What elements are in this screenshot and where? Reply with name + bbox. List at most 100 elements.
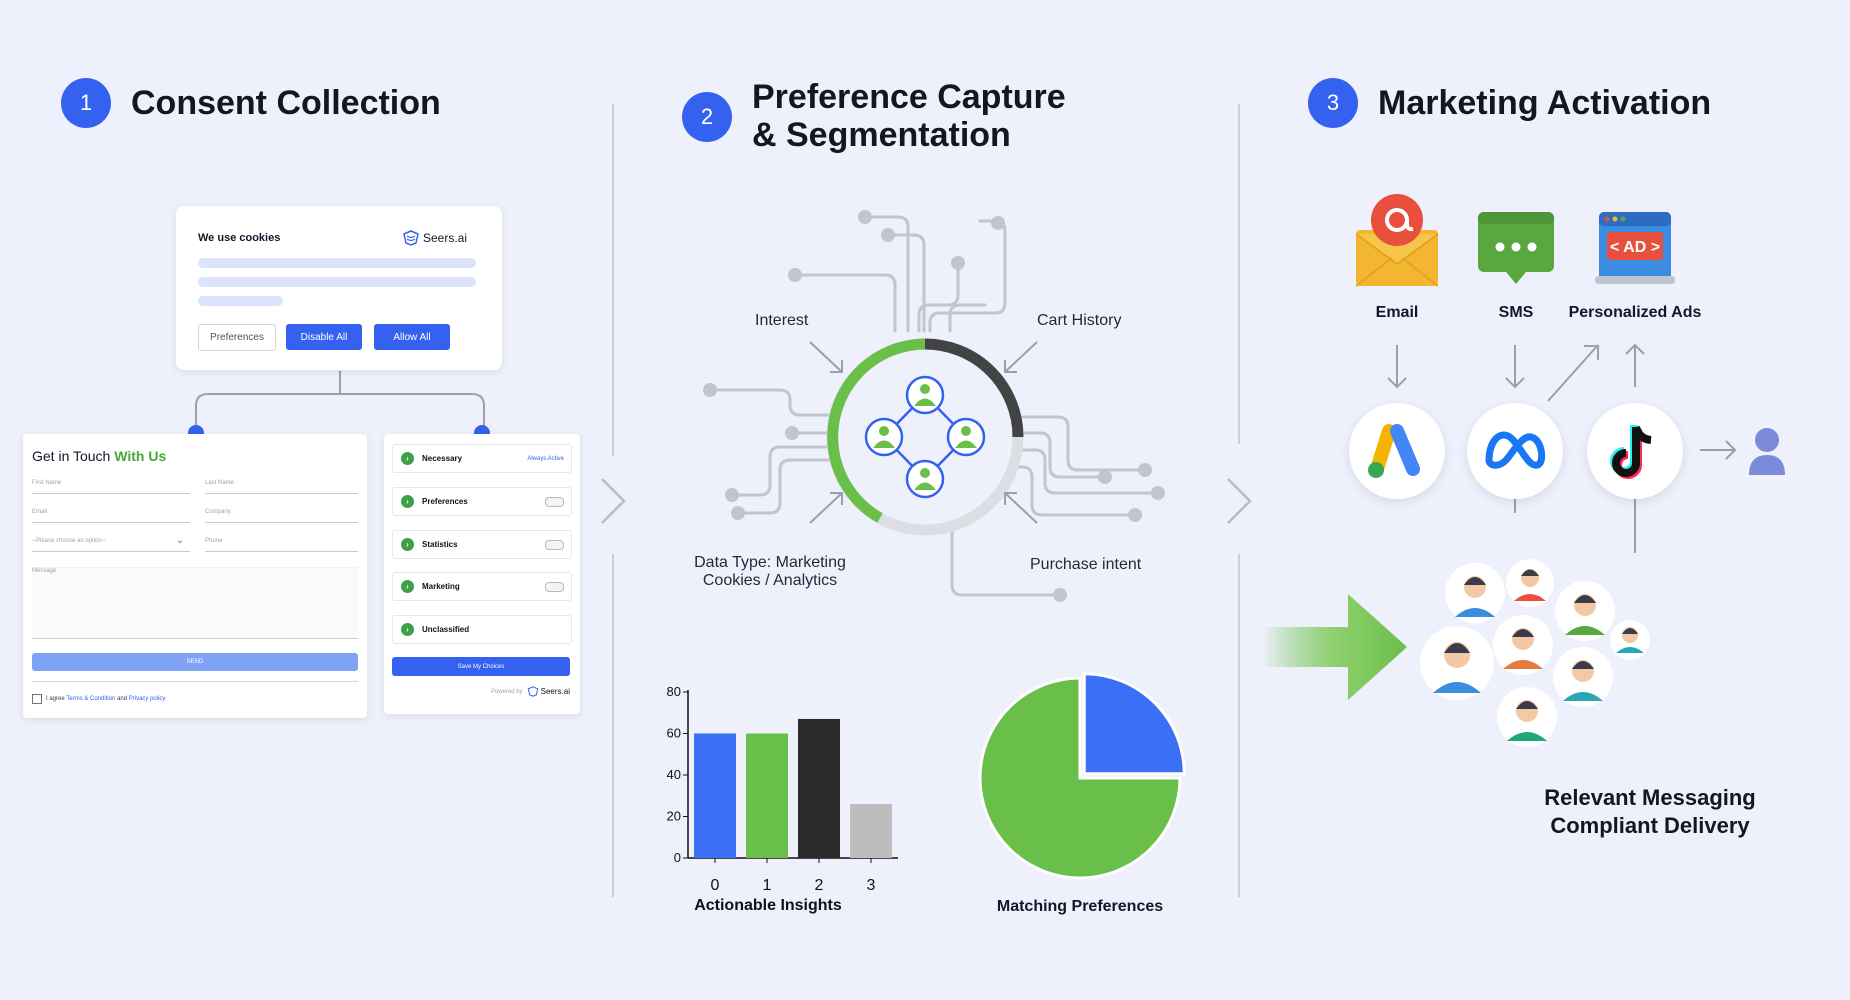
always-active-badge: Always Active — [527, 455, 564, 462]
divider-1-top — [612, 104, 614, 456]
large-arrow-icon — [1262, 594, 1407, 700]
channel-label-sms: SMS — [1498, 304, 1534, 321]
x-tick-label: 3 — [867, 877, 876, 894]
email-icon — [1355, 194, 1439, 287]
sms-icon — [1478, 212, 1554, 284]
category-preferences[interactable]: › Preferences — [392, 487, 572, 516]
contact-form: Get in Touch With Us First Name Last Nam… — [23, 434, 367, 718]
statistics-toggle[interactable] — [545, 539, 564, 550]
cookie-banner: We use cookies Seers.ai Preferences Disa… — [176, 206, 502, 370]
x-tick-label: 2 — [815, 877, 824, 894]
placeholder-line — [198, 277, 476, 287]
bar — [746, 733, 788, 858]
ad-icon: < AD > — [1595, 212, 1675, 284]
cookie-banner-brand: Seers.ai — [402, 230, 467, 246]
label-purchase-intent: Purchase intent — [1030, 556, 1142, 573]
brand-name: Seers.ai — [423, 231, 468, 245]
agree-checkbox[interactable] — [32, 694, 42, 704]
tiktok-icon — [1587, 403, 1683, 499]
send-button[interactable]: SEND — [32, 653, 358, 671]
bar — [798, 718, 840, 858]
company-field[interactable]: Company — [205, 509, 358, 523]
category-unclassified[interactable]: › Unclassified — [392, 615, 572, 644]
check-icon: › — [401, 452, 414, 465]
pie-chart-title: Matching Preferences — [996, 898, 1164, 915]
connector-lines — [195, 371, 485, 430]
step-2-number: 2 — [682, 92, 732, 142]
segmentation-network — [703, 210, 1165, 602]
x-tick-label: 0 — [711, 877, 720, 894]
label-data-type-line1: Data Type: Marketing — [694, 554, 846, 571]
category-marketing[interactable]: › Marketing — [392, 572, 572, 601]
category-label: Unclassified — [422, 625, 470, 634]
label-interest: Interest — [755, 312, 809, 329]
step-2-title-line2: & Segmentation — [752, 116, 1011, 154]
chevron-right-icon — [601, 478, 626, 524]
footer-line-2: Compliant Delivery — [1550, 813, 1750, 838]
privacy-link[interactable]: Privacy policy — [128, 696, 166, 702]
placeholder-line — [198, 258, 476, 268]
y-tick-label: 0 — [674, 850, 681, 865]
channel-label-personalized-ads: Personalized Ads — [1568, 304, 1702, 321]
check-icon: › — [401, 623, 414, 636]
label-cart-history: Cart History — [1037, 312, 1122, 329]
x-axis-label: Actionable Insights — [694, 897, 842, 914]
select-placeholder: --Please choose an option-- — [32, 538, 106, 544]
meta-icon — [1467, 403, 1563, 499]
preferences-toggle[interactable] — [545, 496, 564, 507]
chevron-down-icon: ⌄ — [175, 535, 184, 546]
agree-row: I agree Terms & Condition and Privacy po… — [32, 694, 165, 704]
step-1-title: Consent Collection — [131, 84, 441, 122]
category-statistics[interactable]: › Statistics — [392, 530, 572, 559]
save-choices-button[interactable]: Save My Choices — [392, 657, 570, 676]
phone-field[interactable]: Phone — [205, 538, 358, 552]
step-3-title: Marketing Activation — [1378, 84, 1712, 122]
google-ads-icon — [1349, 403, 1445, 499]
seers-logo-icon — [403, 230, 419, 246]
cookie-banner-title: We use cookies — [198, 232, 281, 244]
powered-by: Powered by Seers.ai — [491, 686, 570, 697]
x-tick-label: 1 — [763, 877, 772, 894]
user-icon — [1749, 428, 1785, 475]
category-label: Marketing — [422, 582, 460, 591]
terms-link[interactable]: Terms & Condition — [66, 696, 116, 702]
y-tick-label: 20 — [667, 809, 681, 824]
category-necessary[interactable]: › Necessary Always Active — [392, 444, 572, 473]
check-icon: › — [401, 495, 414, 508]
step-3-number: 3 — [1308, 78, 1358, 128]
check-icon: › — [401, 538, 414, 551]
audience-group — [1420, 559, 1650, 747]
preferences-panel: › Necessary Always Active › Preferences … — [384, 434, 580, 714]
brand-name: Seers.ai — [540, 687, 570, 696]
powered-by-text: Powered by — [490, 688, 523, 695]
y-tick-label: 40 — [667, 767, 681, 782]
activation-footer: Relevant Messaging Compliant Delivery — [1520, 784, 1780, 840]
and-text: and — [117, 696, 128, 702]
y-tick-label: 80 — [667, 684, 681, 699]
agree-text: I agree — [46, 696, 65, 702]
step-1-number: 1 — [61, 78, 111, 128]
form-divider — [32, 681, 358, 682]
pie-chart — [978, 672, 1186, 880]
label-data-type: Data Type: Marketing Cookies / Analytics — [680, 554, 860, 590]
ad-text: < AD > — [1610, 239, 1660, 256]
divider-1-bottom — [612, 554, 614, 897]
disable-all-button[interactable]: Disable All — [286, 324, 362, 350]
label-data-type-line2: Cookies / Analytics — [702, 572, 838, 589]
divider-2-bottom — [1238, 554, 1240, 897]
form-title-highlight: With Us — [114, 448, 167, 464]
last-name-field[interactable]: Last Name — [205, 480, 358, 494]
channel-label-email: Email — [1375, 304, 1419, 321]
email-field[interactable]: Email — [32, 509, 190, 523]
marketing-toggle[interactable] — [545, 581, 564, 592]
option-select[interactable]: --Please choose an option-- ⌄ — [32, 535, 190, 552]
preferences-button[interactable]: Preferences — [198, 324, 276, 351]
form-title-prefix: Get in Touch — [32, 448, 111, 464]
first-name-field[interactable]: First Name — [32, 480, 190, 494]
check-icon: › — [401, 580, 414, 593]
allow-all-button[interactable]: Allow All — [374, 324, 450, 350]
footer-line-1: Relevant Messaging — [1544, 785, 1756, 810]
message-field[interactable]: Message — [32, 567, 358, 639]
divider-2-top — [1238, 104, 1240, 444]
seers-logo-icon — [527, 686, 538, 697]
